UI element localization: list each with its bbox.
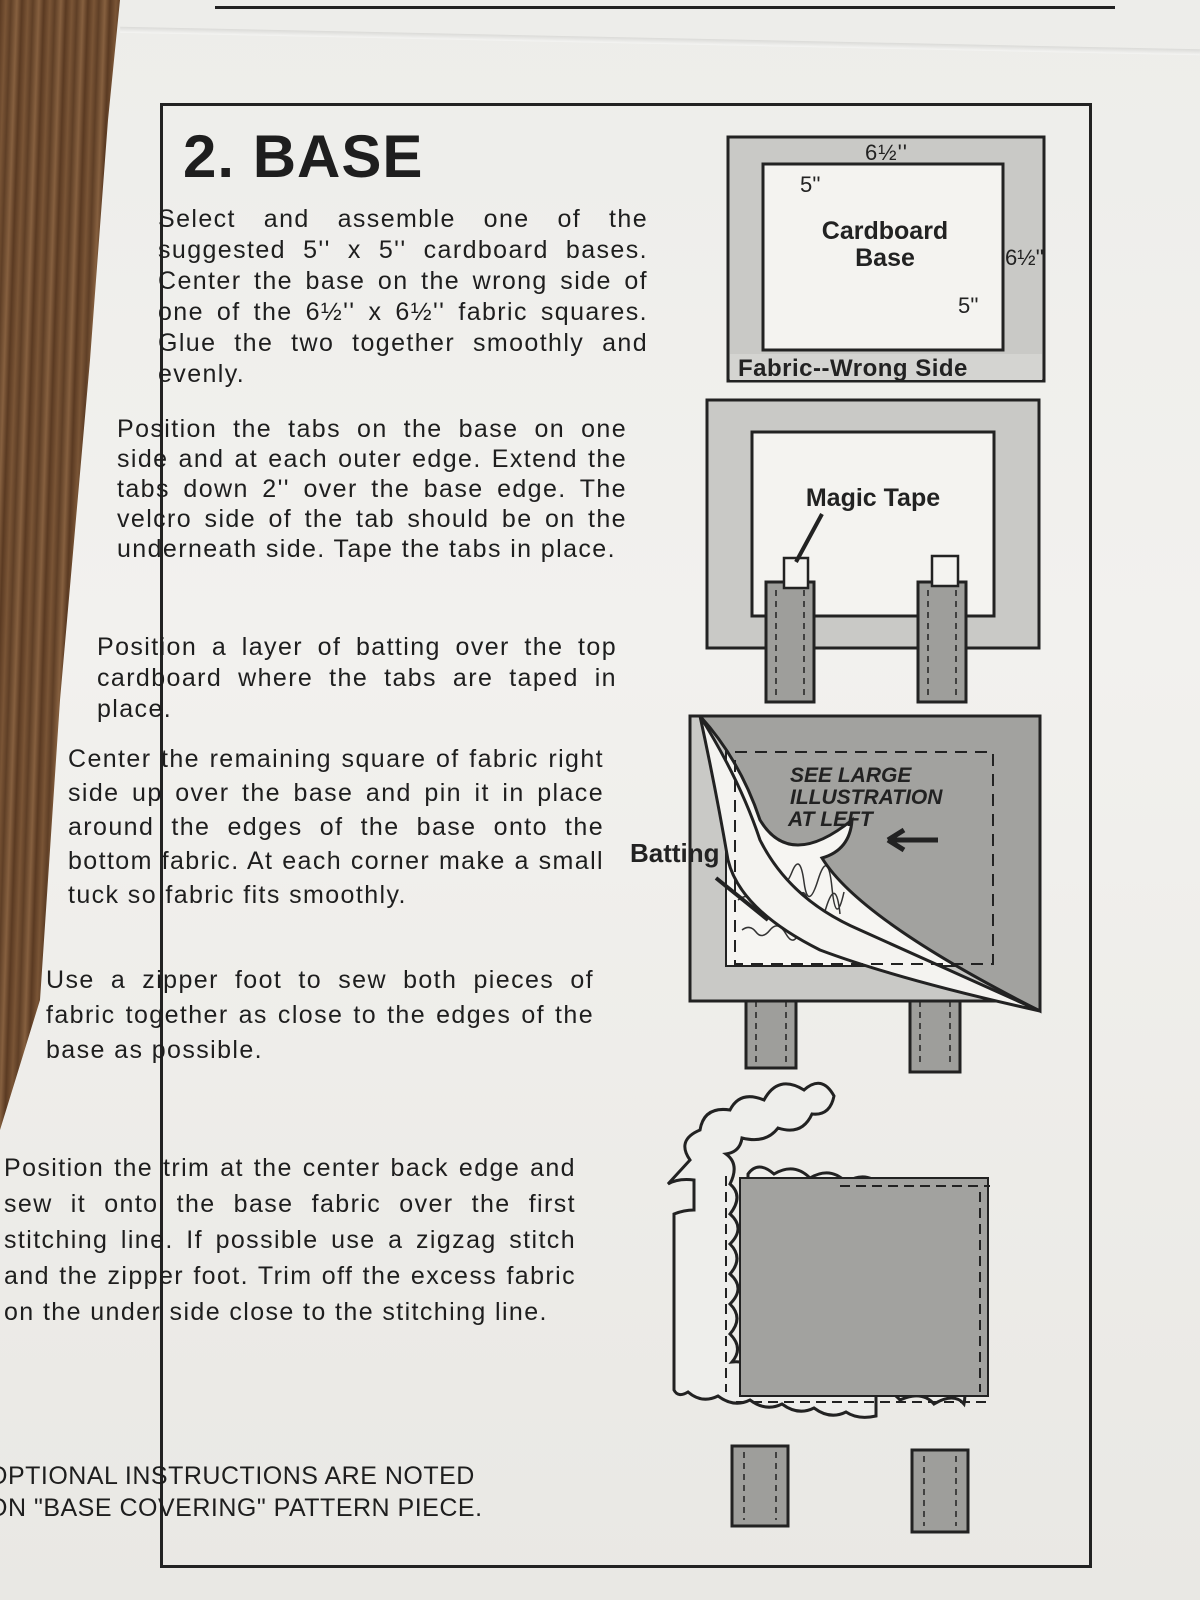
tape-right [930, 554, 960, 588]
dim-top-outer: 6½'' [865, 140, 908, 165]
instruction-paragraph-2: Position the tabs on the base on one sid… [117, 415, 627, 563]
cardboard-label-line-1: Cardboard [822, 217, 948, 245]
magic-tape-pointer [794, 513, 824, 563]
batting-pointer [714, 876, 770, 922]
covered-base-center [739, 1177, 989, 1397]
dim-side-inner: 5'' [958, 293, 979, 318]
optional-note-line-1: OPTIONAL INSTRUCTIONS ARE NOTED [0, 1462, 475, 1490]
dim-side-outer: 6½'' [1005, 245, 1044, 270]
zigzag-stitch-line [725, 1176, 990, 1403]
tab-left-bottom [730, 1444, 790, 1528]
see-large-dashed-box [734, 751, 994, 965]
fabric-fold-underside [698, 715, 1041, 1013]
see-large-note-line-3: AT LEFT [787, 808, 875, 831]
tab-left [764, 580, 816, 704]
cardboard-label-line-2: Base [855, 244, 915, 272]
instruction-paragraph-1: Select and assemble one of the suggested… [158, 205, 648, 388]
instruction-paragraph-3: Position a layer of batting over the top… [97, 633, 617, 723]
instruction-paragraph-6: Position the trim at the center back edg… [4, 1154, 576, 1326]
magic-tape-label: Magic Tape [806, 484, 940, 512]
instruction-paragraph-5: Use a zipper foot to sew both pieces of … [46, 966, 594, 1064]
caption-backing [730, 354, 1042, 380]
see-large-note-line-1: SEE LARGE [790, 764, 912, 787]
see-large-note-line-2: ILLUSTRATION [790, 786, 943, 809]
batting-label: Batting [630, 838, 720, 868]
fabric-wrong-side-caption: Fabric--Wrong Side [738, 355, 968, 382]
base-section-frame [160, 103, 1092, 1568]
dim-top-inner: 5'' [800, 172, 821, 197]
optional-note-line-2: ON "BASE COVERING" PATTERN PIECE. [0, 1494, 483, 1522]
instruction-paragraph-4: Center the remaining square of fabric ri… [68, 745, 604, 909]
optional-instructions-note: OPTIONAL INSTRUCTIONS ARE NOTED ON "BASE… [0, 1460, 588, 1524]
tab-right-bottom [910, 1448, 970, 1534]
previous-section-border [215, 0, 1115, 9]
arrow-left-icon [886, 827, 938, 853]
cardboard-square [761, 162, 1005, 352]
top-fabric-folded [696, 714, 1042, 1014]
section-title: 2. BASE [183, 123, 424, 190]
